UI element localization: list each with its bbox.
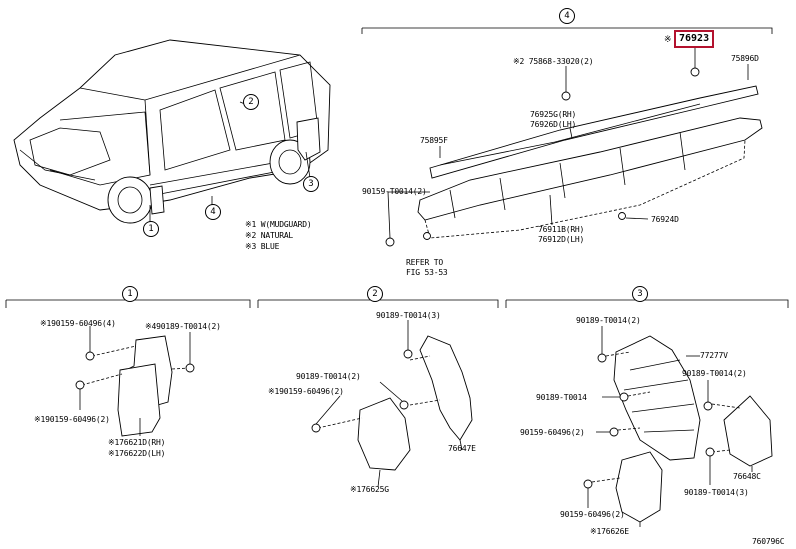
panel3-label-g: 90189-T0014(3) xyxy=(684,488,749,497)
note-natural: ※2 NATURAL xyxy=(245,231,294,240)
panel3-label-h: 90159-60496(2) xyxy=(560,510,625,519)
panel1-label-a: ※190159-60496(4) xyxy=(40,319,116,328)
label-76912d: 76912D(LH) xyxy=(538,235,585,244)
panel1-label-b: ※490189-T0014(2) xyxy=(145,322,221,331)
panel3-bracket xyxy=(505,299,789,308)
note-mudguard: ※1 W(MUDGUARD) xyxy=(245,220,312,229)
note-blue: ※3 BLUE xyxy=(245,242,280,251)
panel3-label-a: 90189-T0014(2) xyxy=(576,316,641,325)
refer-line-2: FIG 53-53 xyxy=(406,268,448,277)
label-90159-t0014: 90159-T0014(2) xyxy=(362,187,427,196)
panel1-label-e: ※176622D(LH) xyxy=(108,449,166,458)
panel3-label-d: 90189-T0014 xyxy=(536,393,587,402)
panel2-bracket xyxy=(257,299,499,308)
panel1-label-d: ※176621D(RH) xyxy=(108,438,166,447)
label-75896d: 75896D xyxy=(731,54,759,63)
refer-line-1: REFER TO xyxy=(406,258,443,267)
panel2-label-d: 76647E xyxy=(448,444,476,453)
panel1-callout: 1 xyxy=(122,286,138,302)
car-illustration xyxy=(13,39,331,224)
panel2-callout: 2 xyxy=(367,286,383,302)
panel3-label-i: ※176626E xyxy=(590,527,629,536)
panel1-bracket xyxy=(5,299,251,308)
label-75895f: 75895F xyxy=(420,136,448,145)
car-callout-4: 4 xyxy=(205,204,221,220)
rocker-assembly xyxy=(361,27,773,247)
panel2-label-c: ※190159-60496(2) xyxy=(268,387,344,396)
highlighted-part-number[interactable]: 76923 xyxy=(674,30,715,48)
panel3-label-e: 90159-60496(2) xyxy=(520,428,585,437)
label-76925g: 76925G(RH) xyxy=(530,110,577,119)
panel2-label-e: ※176625G xyxy=(350,485,389,494)
panel2-drawing xyxy=(311,320,473,488)
panel3-label-b: 77277V xyxy=(700,351,728,360)
car-callout-1: 1 xyxy=(143,221,159,237)
panel3-label-c: 90189-T0014(2) xyxy=(682,369,747,378)
label-76911b: 76911B(RH) xyxy=(538,225,585,234)
group-callout-4: 4 xyxy=(559,8,575,24)
panel2-label-b: 90189-T0014(2) xyxy=(296,372,361,381)
label-76926d: 76926D(LH) xyxy=(530,120,577,129)
car-callout-2: 2 xyxy=(243,94,259,110)
panel3-callout: 3 xyxy=(632,286,648,302)
panel1-label-c: ※190159-60496(2) xyxy=(34,415,110,424)
label-76924d: 76924D xyxy=(651,215,679,224)
panel3-drawing xyxy=(583,326,773,527)
panel1-drawing xyxy=(75,326,195,437)
panel3-label-f: 76648C xyxy=(733,472,761,481)
footer-code: 760796C xyxy=(752,537,785,546)
panel2-label-a: 90189-T0014(3) xyxy=(376,311,441,320)
car-callout-3: 3 xyxy=(303,176,319,192)
highlight-prefix: ※ xyxy=(664,35,672,45)
label-75868: ※2 75868-33020(2) xyxy=(513,57,594,66)
